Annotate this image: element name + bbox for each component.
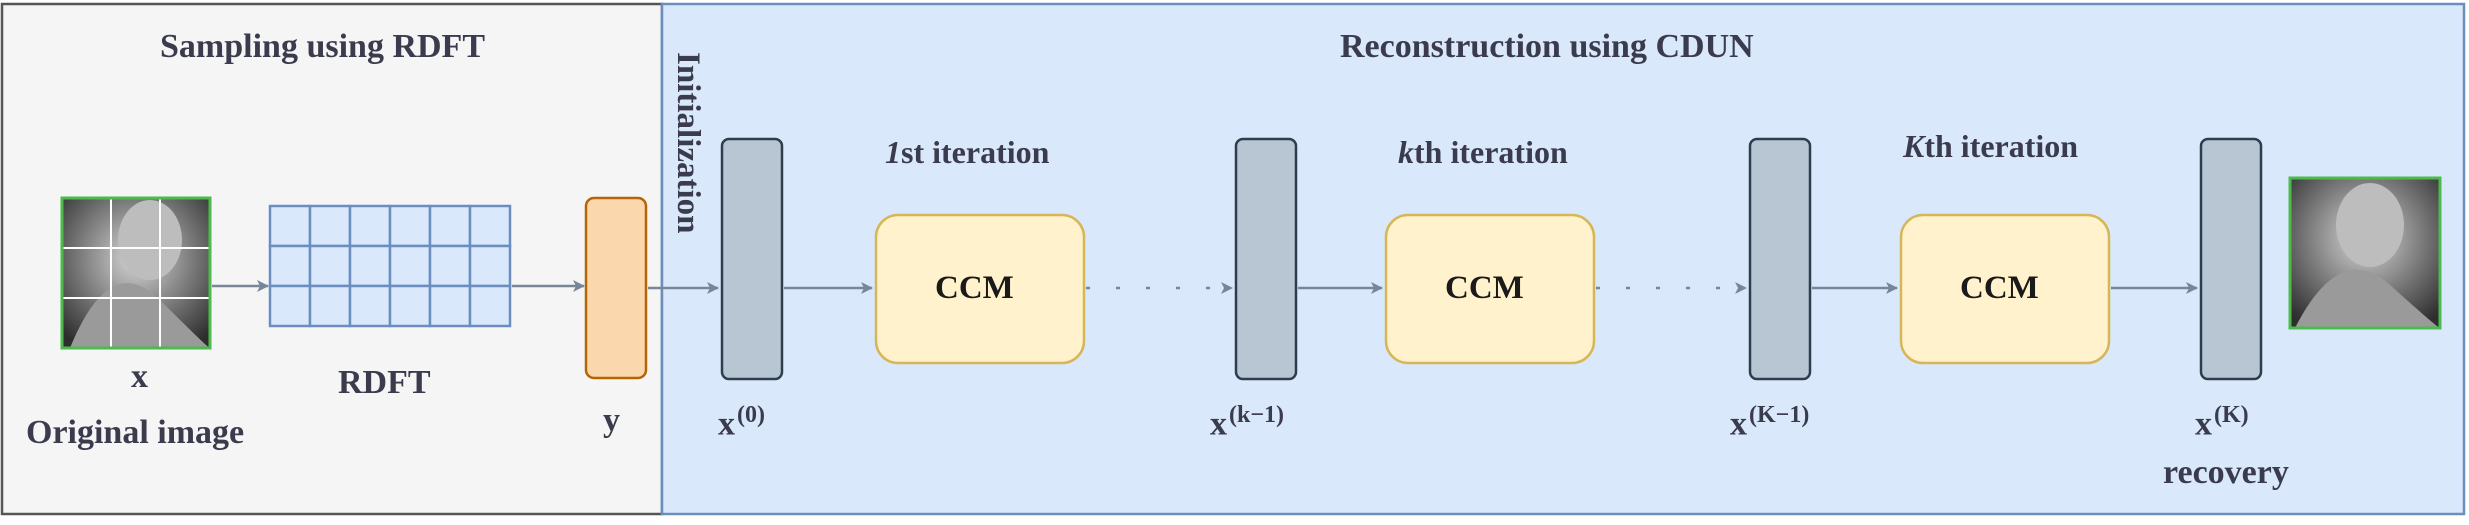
state-label-K: x(K) [2195, 402, 2249, 443]
initialization-label: Initialization [670, 52, 706, 234]
ccm-label-k: CCM [1445, 270, 1524, 306]
measurement-var: y [603, 402, 620, 439]
ccm-block-k [1384, 213, 1596, 365]
recovery-caption: recovery [2163, 454, 2289, 491]
ccm-label-1: CCM [935, 270, 1014, 306]
state-label-K-1: x(K−1) [1730, 402, 1810, 443]
state-label-k-1: x(k−1) [1210, 402, 1285, 443]
iteration-label-K: Kth iteration [1903, 128, 2079, 164]
state-block-k-1 [1234, 137, 1298, 381]
rdft-grid [268, 204, 512, 328]
sampling-title: Sampling using RDFT [160, 28, 485, 65]
rdft-label: RDFT [338, 364, 431, 401]
input-caption: Original image [26, 414, 245, 451]
iteration-label-1: 1st iteration [885, 134, 1050, 170]
ccm-label-K: CCM [1960, 270, 2039, 306]
original-image [60, 196, 212, 350]
state-label-0: x(0) [718, 402, 765, 443]
state-block-K-1 [1748, 137, 1812, 381]
input-var: x [131, 358, 148, 395]
flow-arrows [212, 280, 2198, 294]
ccm-block-K [1899, 213, 2111, 365]
state-block-K [2199, 137, 2263, 381]
reconstruction-title: Reconstruction using CDUN [1340, 28, 1754, 65]
recovered-image [2288, 176, 2442, 330]
ccm-block-1 [874, 213, 1086, 365]
iteration-label-k: kth iteration [1398, 134, 1568, 170]
state-block-0 [720, 137, 784, 381]
measurement-block [584, 196, 648, 380]
